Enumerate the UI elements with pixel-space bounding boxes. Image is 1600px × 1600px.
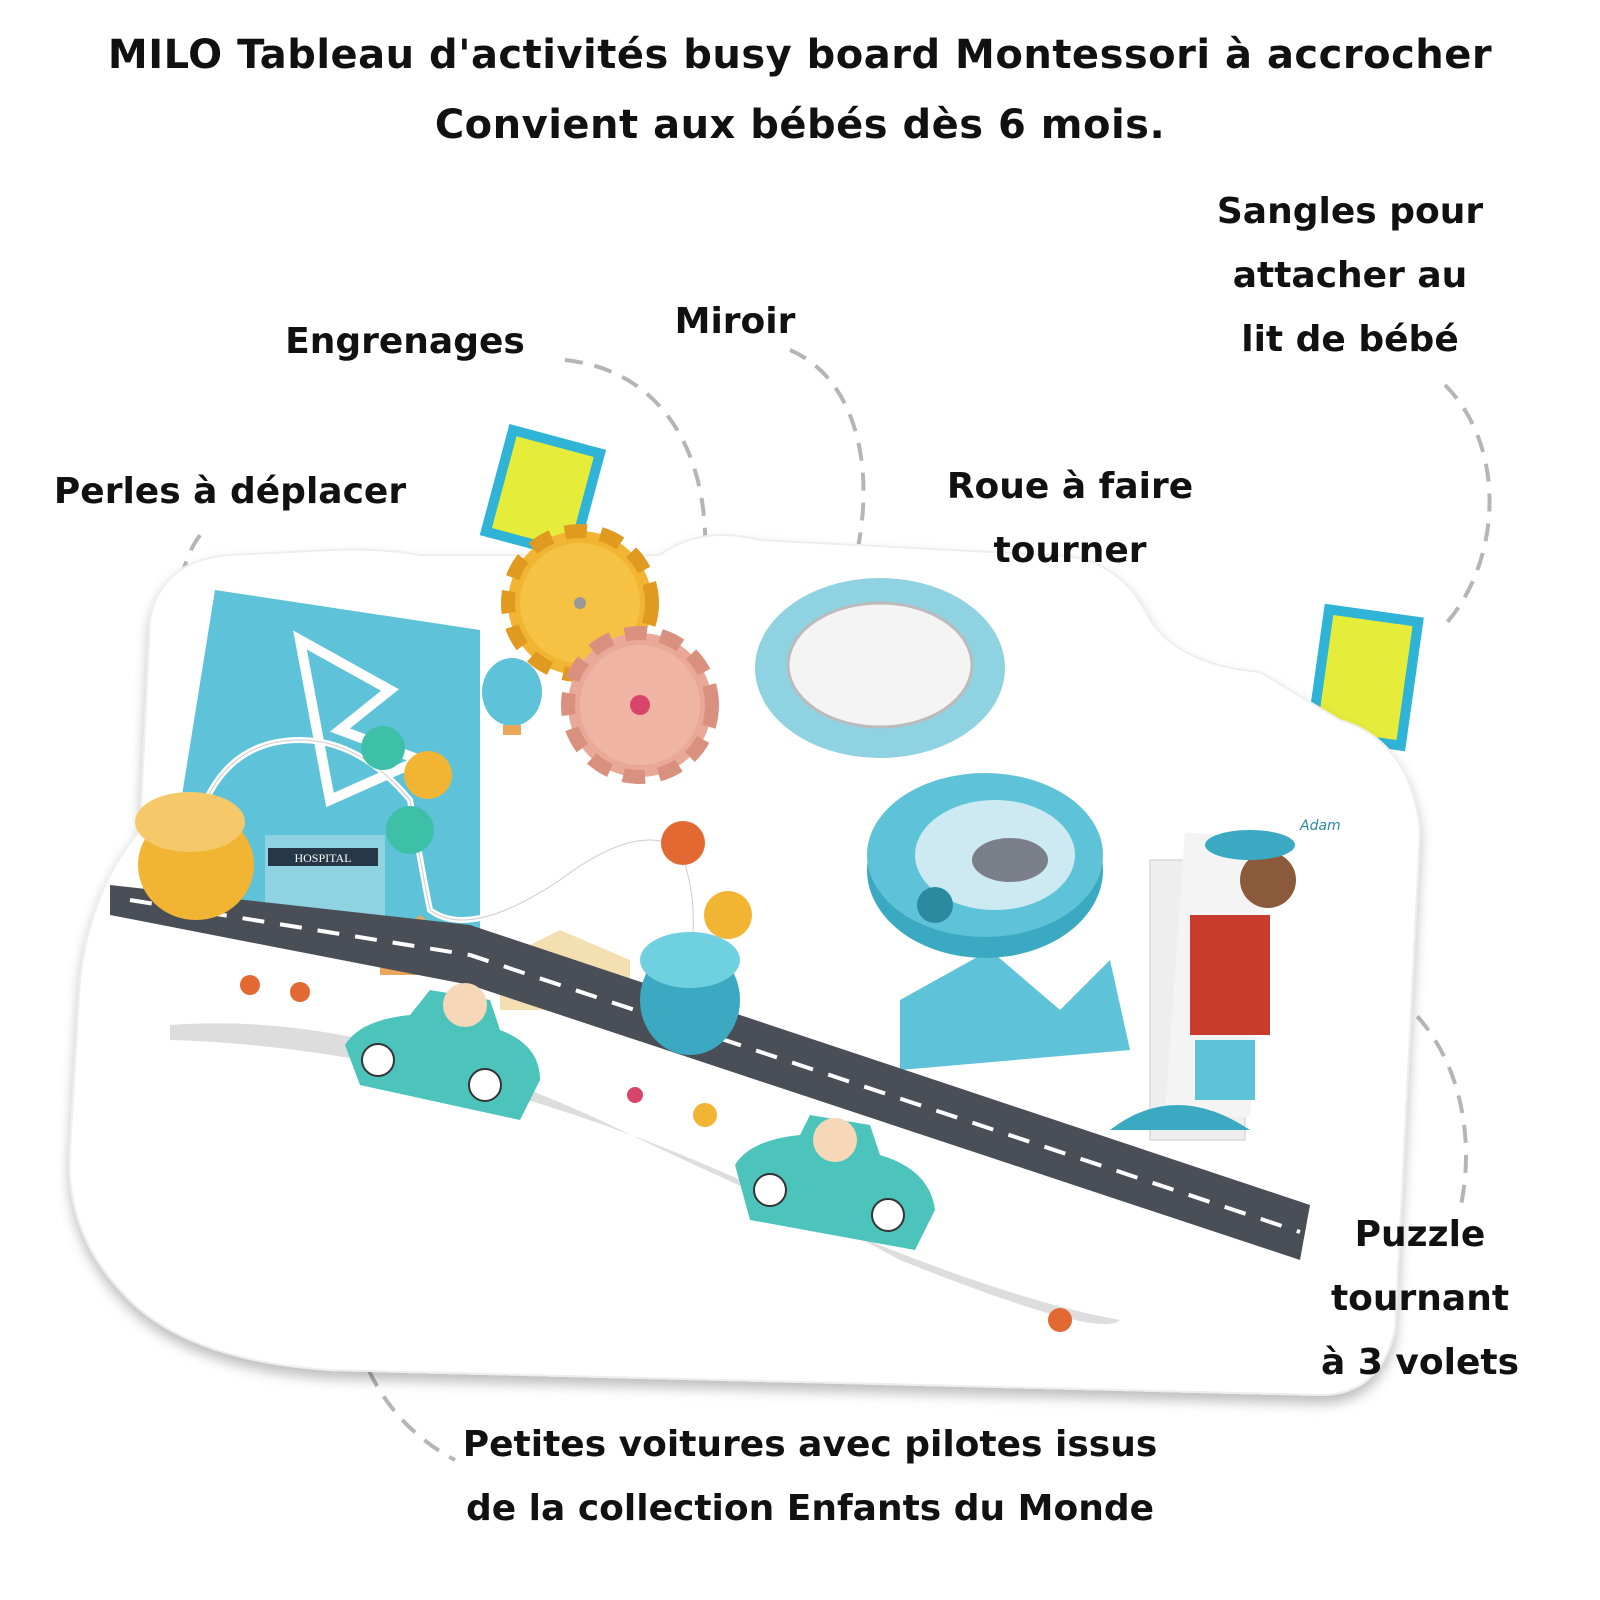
label-gears: Engrenages bbox=[285, 321, 525, 362]
label-straps-line-3: lit de bébé bbox=[1241, 319, 1459, 360]
leader-straps bbox=[1438, 383, 1492, 632]
car-2[interactable] bbox=[735, 1115, 935, 1250]
puzzle-name: Adam bbox=[1299, 818, 1341, 834]
label-puzzle-line-3: à 3 volets bbox=[1321, 1342, 1519, 1383]
label-puzzle: Puzzle tournant à 3 volets bbox=[1310, 1203, 1530, 1395]
leader-gears bbox=[564, 358, 708, 561]
label-straps-line-1: Sangles pour bbox=[1216, 191, 1484, 232]
car-track bbox=[170, 1023, 1120, 1324]
page-title-line-2: Convient aux bébés dès 6 mois. bbox=[434, 102, 1166, 148]
car-1[interactable] bbox=[345, 983, 540, 1120]
page-title-line-1: MILO Tableau d'activités busy board Mont… bbox=[107, 32, 1493, 78]
label-puzzle-line-1: Puzzle bbox=[1354, 1214, 1486, 1255]
label-cars-line-1: Petites voitures avec pilotes issus bbox=[462, 1424, 1158, 1465]
label-straps-line-2: attacher au bbox=[1232, 255, 1468, 296]
label-straps: Sangles pour attacher au lit de bébé bbox=[1195, 180, 1505, 372]
mirror bbox=[755, 578, 1005, 758]
label-wheel: Roue à faire tourner bbox=[920, 455, 1220, 583]
rotating-puzzle[interactable]: Adam bbox=[1110, 818, 1341, 1141]
hospital-sign: HOSPITAL bbox=[294, 851, 351, 865]
road bbox=[110, 885, 1310, 1260]
gear-pink[interactable] bbox=[561, 626, 719, 784]
hot-air-balloon-icon bbox=[482, 658, 542, 735]
label-mirror: Miroir bbox=[674, 301, 796, 342]
flower-decorations bbox=[240, 975, 1072, 1332]
leader-mirror bbox=[789, 348, 866, 581]
label-beads: Perles à déplacer bbox=[53, 471, 407, 512]
bird-icon bbox=[972, 838, 1048, 882]
bead-maze[interactable] bbox=[135, 726, 752, 1055]
label-wheel-line-1: Roue à faire bbox=[946, 466, 1194, 507]
label-cars: Petites voitures avec pilotes issus de l… bbox=[410, 1413, 1210, 1541]
label-cars-line-2: de la collection Enfants du Monde bbox=[465, 1488, 1155, 1529]
spinning-wheel[interactable] bbox=[867, 773, 1103, 958]
label-wheel-line-2: tourner bbox=[993, 530, 1147, 571]
label-puzzle-line-2: tournant bbox=[1330, 1278, 1510, 1319]
